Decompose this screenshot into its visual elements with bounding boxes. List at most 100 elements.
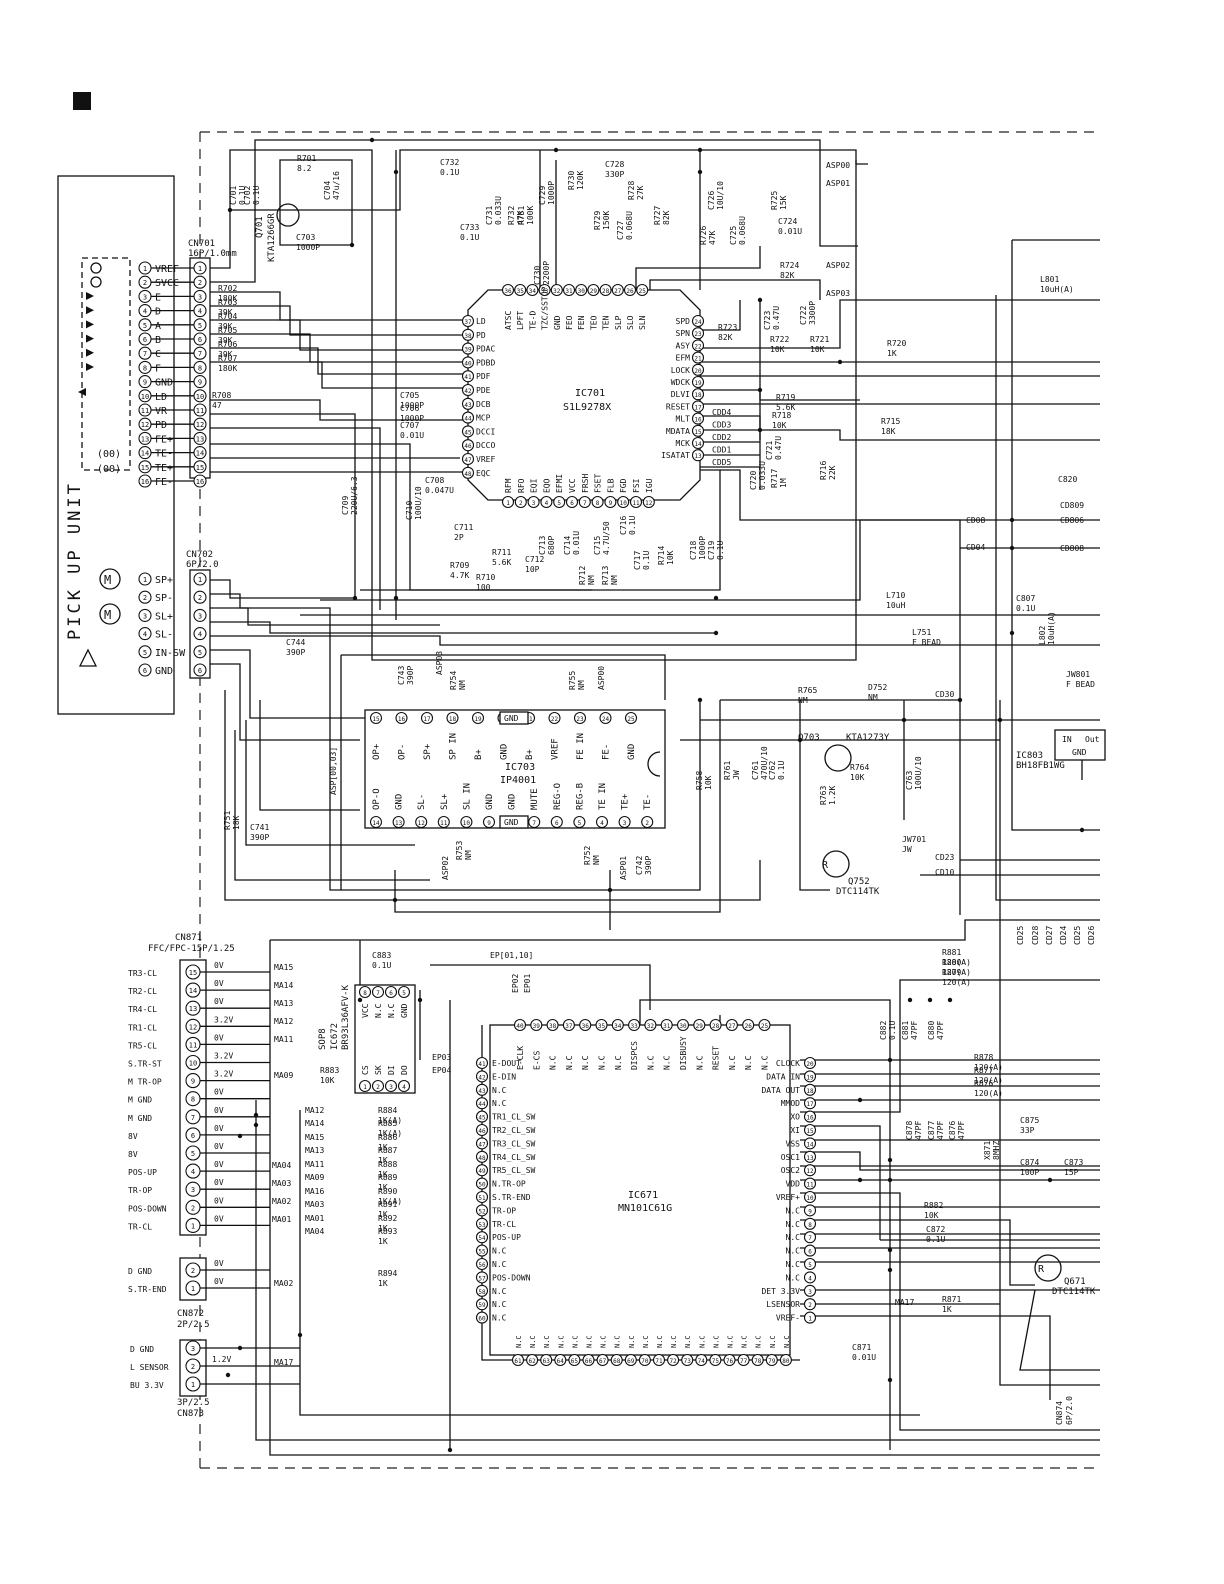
ic701-pin-label: DCB bbox=[476, 400, 491, 409]
component-ref: R724 bbox=[780, 261, 799, 270]
net-label: CDD3 bbox=[712, 421, 731, 430]
pin-number: 37 bbox=[565, 1023, 573, 1030]
junction-dot bbox=[392, 897, 398, 903]
pin-number: 5 bbox=[198, 322, 202, 330]
pin-number: 7 bbox=[583, 500, 587, 507]
component-value: 0.01U bbox=[400, 431, 424, 440]
ic701-pin-label: EQI bbox=[530, 478, 539, 493]
ic671-pin-label: TR-OP bbox=[492, 1206, 516, 1215]
svg-text:CN872: CN872 bbox=[177, 1309, 204, 1319]
ic701-pin-label: TZC/SSTOP bbox=[541, 286, 550, 330]
ic671-nc-label: N.C bbox=[656, 1335, 664, 1348]
net-label: ASP03 bbox=[826, 289, 850, 298]
ic701-pin-label: MCK bbox=[676, 439, 691, 448]
pin-number: 48 bbox=[464, 471, 472, 478]
svg-text:M: M bbox=[104, 573, 111, 587]
junction-dot bbox=[697, 147, 703, 153]
ic671-pin-label: DATA IN bbox=[766, 1072, 800, 1081]
voltage-label: 0V bbox=[214, 961, 224, 970]
ic701-pin-label: LD bbox=[476, 317, 486, 326]
svg-text:Out: Out bbox=[1085, 735, 1100, 744]
component-ref: R764 bbox=[850, 763, 869, 772]
component-value: 120(A) bbox=[942, 978, 971, 987]
component-ref: R891 bbox=[378, 1200, 397, 1209]
ic701-pin-label: FEO bbox=[565, 315, 574, 330]
component-value: 120(A) bbox=[974, 1076, 1003, 1085]
pin-number: 12 bbox=[806, 1168, 814, 1175]
pickup-motor-pin-label: GND bbox=[155, 666, 173, 677]
voltage-label: 0V bbox=[214, 997, 224, 1006]
component-value: 180K bbox=[218, 294, 237, 303]
net-label: 6P/2.0 bbox=[1065, 1396, 1074, 1425]
transistor-q701: Q701 KTA1266GR bbox=[255, 203, 300, 262]
component-value: 1K(A) bbox=[378, 1116, 402, 1125]
junction-dot bbox=[927, 997, 933, 1003]
ic703-pin-label: SL IN bbox=[462, 783, 472, 810]
component-ref: R890 bbox=[378, 1187, 397, 1196]
pin-number: 11 bbox=[141, 407, 149, 415]
component-ref: C706 bbox=[400, 404, 419, 413]
svg-text:IC803: IC803 bbox=[1016, 751, 1043, 761]
pin-number: 50 bbox=[478, 1182, 486, 1189]
component-value: 3300P bbox=[808, 301, 817, 325]
ic701-pin-label: RESET bbox=[666, 402, 690, 411]
ic703-pin-label: GND bbox=[500, 744, 510, 760]
gnd-label: GND bbox=[504, 818, 519, 827]
pickup-pin-label: GND bbox=[155, 378, 173, 389]
component-value: 0.1U bbox=[238, 186, 247, 205]
pin-number: 17 bbox=[423, 716, 431, 723]
net-label: MA13 bbox=[305, 1146, 324, 1155]
pin-number: 30 bbox=[679, 1023, 687, 1030]
net-label: MA02 bbox=[274, 1279, 293, 1288]
ic672-pin-label: N.C bbox=[374, 1003, 383, 1018]
pin-number: 13 bbox=[141, 435, 149, 443]
pin-number: 6 bbox=[198, 667, 202, 675]
ic671-pin-label: N.C bbox=[695, 1055, 704, 1070]
ic701-pin-label: TE-D bbox=[528, 311, 537, 330]
pickup-pin-label: LD bbox=[155, 392, 167, 403]
junction-dot bbox=[697, 169, 703, 175]
component-ref: C701 bbox=[229, 186, 238, 205]
pin-number: 8 bbox=[363, 990, 367, 997]
pickup-pin-label: VR bbox=[155, 406, 168, 417]
junction-dot bbox=[1047, 1177, 1053, 1183]
svg-text:IC672: IC672 bbox=[330, 1023, 340, 1050]
pin-number: 46 bbox=[464, 443, 472, 450]
cn871-pin-label: POS-DOWN bbox=[128, 1204, 167, 1213]
svg-text:SOP8: SOP8 bbox=[318, 1028, 328, 1050]
pin-number: 35 bbox=[598, 1023, 606, 1030]
component-value: 1K bbox=[378, 1279, 388, 1288]
pin-number: 8 bbox=[808, 1222, 812, 1229]
ic671-nc-label: N.C bbox=[783, 1335, 791, 1348]
pin-number: 16 bbox=[694, 417, 702, 424]
pin-number: 23 bbox=[694, 331, 702, 338]
component-ref: C762 bbox=[768, 761, 777, 780]
component-value: 1K(A) bbox=[378, 1197, 402, 1206]
component-value: 1K bbox=[378, 1210, 388, 1219]
pin-number: 28 bbox=[712, 1023, 720, 1030]
component-value: 0.1U bbox=[372, 961, 391, 970]
component-ref: R889 bbox=[378, 1173, 397, 1182]
ic671-nc-label: N.C bbox=[628, 1335, 636, 1348]
ic671-pin-label: N.C bbox=[786, 1247, 801, 1256]
ic701-pin-label: SLO bbox=[626, 315, 635, 330]
junction-dot bbox=[901, 717, 907, 723]
ic701-pin-label: SLP bbox=[614, 315, 623, 330]
component-ref: R713 bbox=[601, 566, 610, 585]
component-value: 8.2 bbox=[297, 164, 312, 173]
junction-dot bbox=[447, 1447, 453, 1453]
pickup-motor-pin-label: SL- bbox=[155, 630, 173, 641]
pin-number: 8 bbox=[143, 364, 147, 372]
